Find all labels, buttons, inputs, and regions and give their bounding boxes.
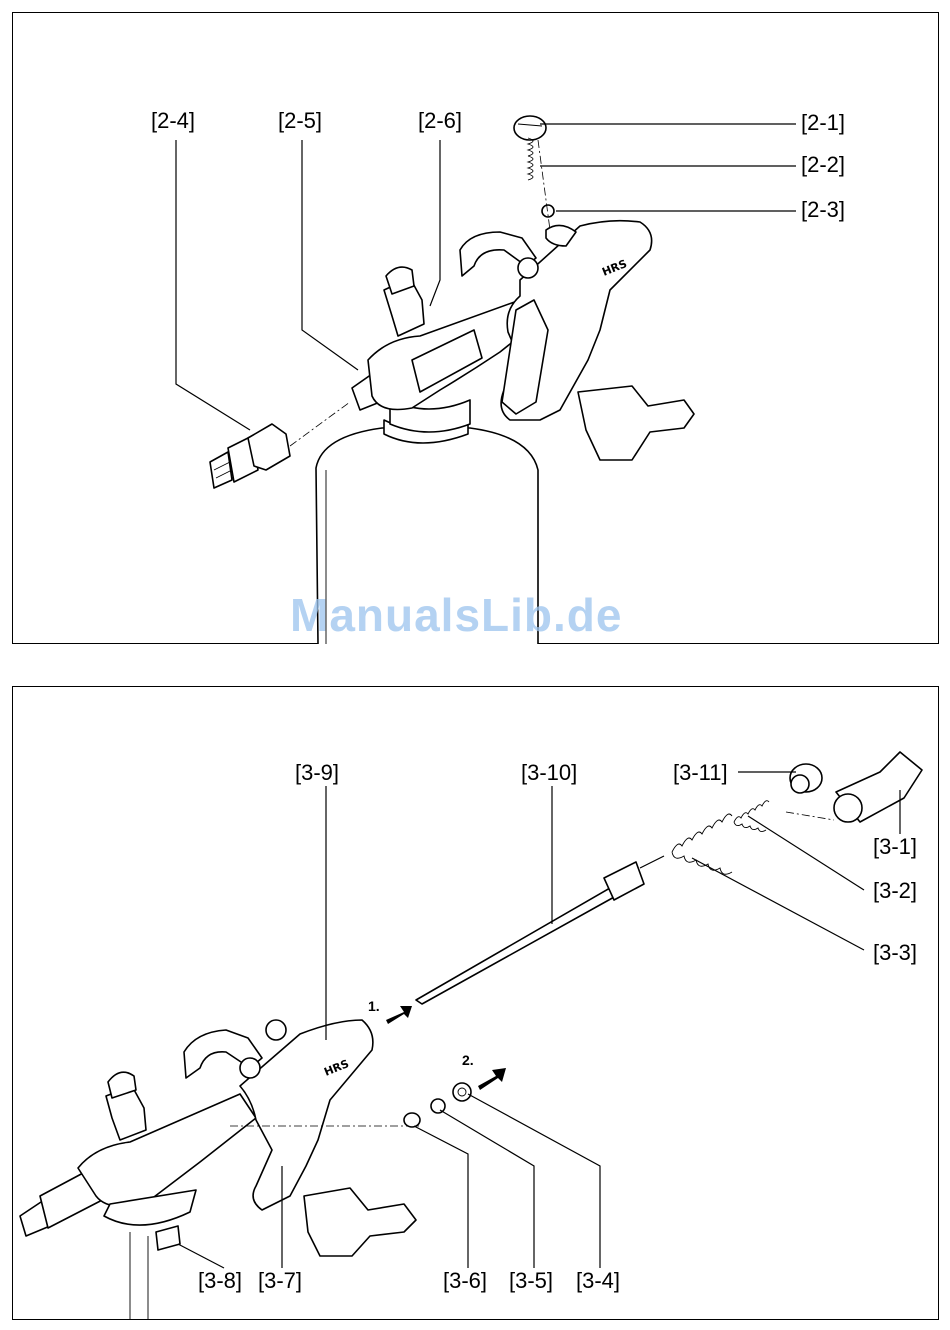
callout-2-1: [2-1] bbox=[801, 110, 845, 136]
watermark: ManualsLib.de bbox=[290, 588, 622, 642]
callout-2-5: [2-5] bbox=[278, 108, 322, 134]
callout-3-1: [3-1] bbox=[873, 834, 917, 860]
callout-3-3: [3-3] bbox=[873, 940, 917, 966]
callout-3-5: [3-5] bbox=[509, 1268, 553, 1294]
callout-3-6: [3-6] bbox=[443, 1268, 487, 1294]
callout-3-10: [3-10] bbox=[521, 760, 577, 786]
parts-2-1-to-2-3-drawing bbox=[514, 116, 554, 230]
callout-3-9: [3-9] bbox=[295, 760, 339, 786]
callout-2-2: [2-2] bbox=[801, 152, 845, 178]
callout-3-11: [3-11] bbox=[673, 760, 728, 786]
callout-2-6: [2-6] bbox=[418, 108, 462, 134]
exploded-view-bottom-panel bbox=[12, 686, 939, 1320]
step-2-label: 2. bbox=[462, 1052, 474, 1068]
top-figure-drawing: HRS bbox=[176, 116, 796, 644]
top-leader-lines bbox=[176, 124, 796, 430]
callout-2-4: [2-4] bbox=[151, 108, 195, 134]
callout-3-4: [3-4] bbox=[576, 1268, 620, 1294]
callout-3-2: [3-2] bbox=[873, 878, 917, 904]
callout-2-3: [2-3] bbox=[801, 197, 845, 223]
callout-3-7: [3-7] bbox=[258, 1268, 302, 1294]
step-1-label: 1. bbox=[368, 998, 380, 1014]
callout-3-8: [3-8] bbox=[198, 1268, 242, 1294]
